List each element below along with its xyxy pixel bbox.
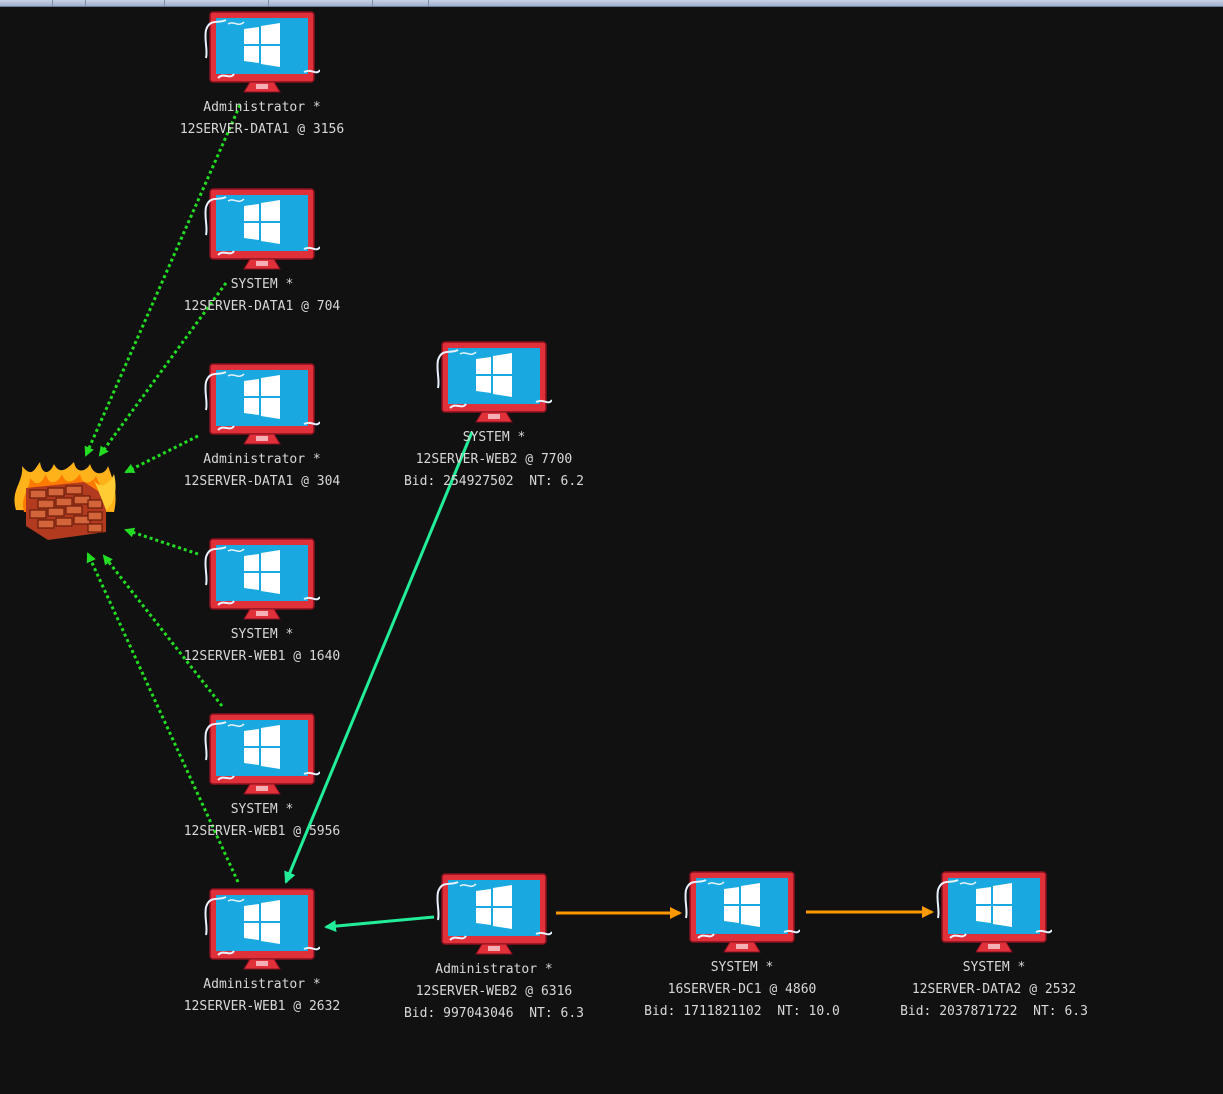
node-meta-label: Bid: 997043046 NT: 6.3 <box>403 1006 584 1021</box>
windows-monitor-icon <box>204 712 321 796</box>
windows-monitor-icon <box>204 537 321 621</box>
node-user-label: Administrator * <box>203 977 321 992</box>
node-user-label: Administrator * <box>203 100 321 115</box>
node-user-label: Administrator * <box>203 452 321 467</box>
windows-monitor-icon <box>936 870 1053 954</box>
windows-monitor-icon <box>436 872 553 956</box>
node-host-label: 12SERVER-WEB1 @ 5956 <box>183 824 341 839</box>
node-user-label: Administrator * <box>435 962 553 977</box>
tab-separator <box>164 0 165 6</box>
windows-monitor-icon <box>436 340 553 424</box>
edge-n7-to-n6 <box>284 431 474 884</box>
tab-separator <box>268 0 269 6</box>
node-meta-label: Bid: 2037871722 NT: 6.3 <box>900 1004 1088 1019</box>
node-user-label: SYSTEM * <box>962 960 1026 975</box>
windows-monitor-icon <box>204 362 321 446</box>
windows-monitor-icon <box>204 887 321 971</box>
edge-n4-to-firewall <box>124 527 199 556</box>
node-user-label: SYSTEM * <box>230 802 294 817</box>
node-host-label: 12SERVER-DATA1 @ 304 <box>183 474 341 489</box>
windows-monitor-icon <box>684 870 801 954</box>
tab-separator <box>52 0 53 6</box>
node-host-label: 16SERVER-DC1 @ 4860 <box>667 982 817 997</box>
tab-separator <box>85 0 86 6</box>
edge-n8-to-n6 <box>324 915 435 933</box>
node-host-label: 12SERVER-DATA2 @ 2532 <box>911 982 1077 997</box>
node-host-label: 12SERVER-DATA1 @ 704 <box>183 299 341 314</box>
node-host-label: 12SERVER-WEB1 @ 2632 <box>183 999 341 1014</box>
node-user-label: SYSTEM * <box>710 960 774 975</box>
node-meta-label: Bid: 254927502 NT: 6.2 <box>403 474 584 489</box>
edge-n1-to-firewall <box>84 104 242 457</box>
tab-separator <box>372 0 373 6</box>
node-host-label: 12SERVER-WEB1 @ 1640 <box>183 649 341 664</box>
windows-monitor-icon <box>204 10 321 94</box>
node-host-label: 12SERVER-DATA1 @ 3156 <box>179 122 345 137</box>
window-top-bar <box>0 0 1223 7</box>
edge-n6-to-firewall <box>86 552 240 883</box>
edge-n3-to-firewall <box>124 434 199 474</box>
node-host-label: 12SERVER-WEB2 @ 7700 <box>415 452 573 467</box>
node-user-label: SYSTEM * <box>230 627 294 642</box>
node-host-label: 12SERVER-WEB2 @ 6316 <box>415 984 573 999</box>
node-user-label: SYSTEM * <box>230 277 294 292</box>
edge-n5-to-firewall <box>102 554 224 707</box>
tab-separator <box>428 0 429 6</box>
firewall-icon[interactable] <box>10 460 120 542</box>
node-meta-label: Bid: 1711821102 NT: 10.0 <box>644 1004 840 1019</box>
node-user-label: SYSTEM * <box>462 430 526 445</box>
windows-monitor-icon <box>204 187 321 271</box>
